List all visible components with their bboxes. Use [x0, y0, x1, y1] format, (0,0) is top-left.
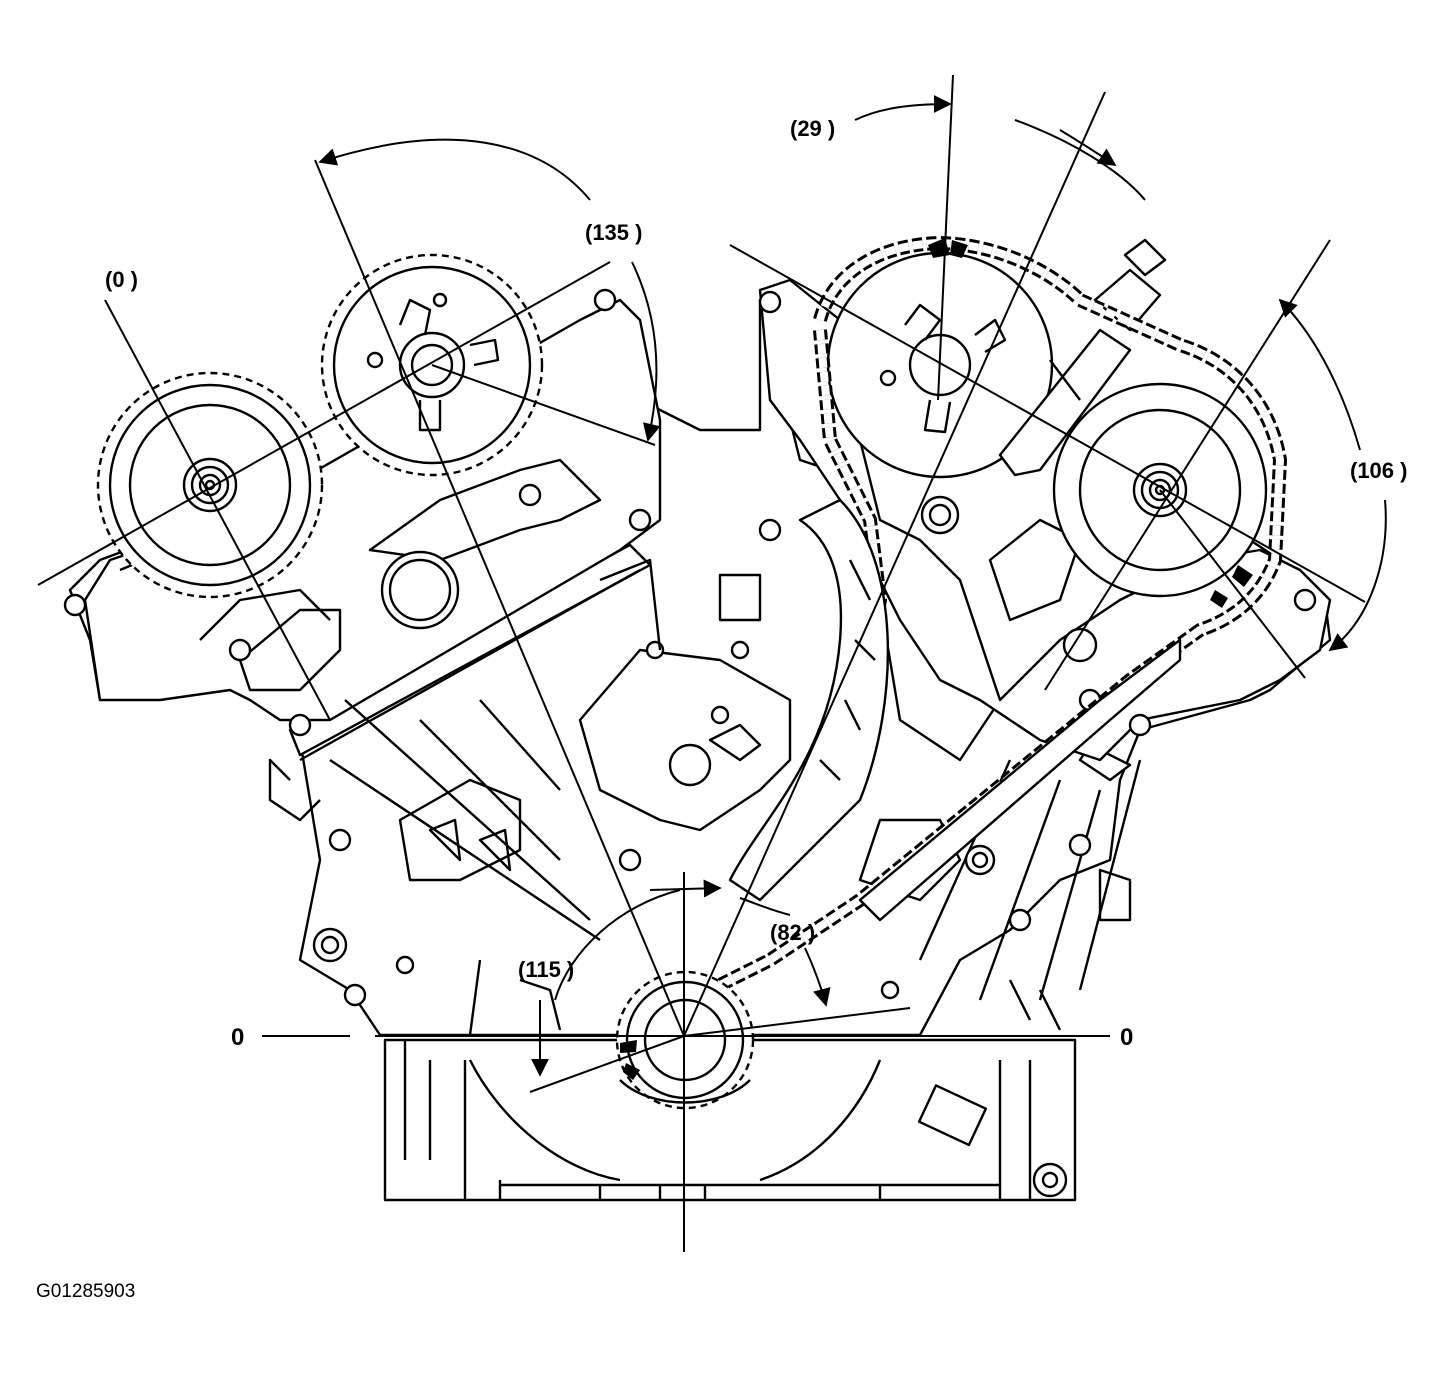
angle-label-crank-right: (82 ) [770, 920, 815, 945]
figure-id-label: G01285903 [36, 1281, 135, 1302]
angle-label-crank-left: (115 ) [518, 957, 574, 982]
left-exhaust-sprocket [96, 371, 324, 599]
zero-reference-right: 0 [1120, 1024, 1133, 1051]
angle-label-left-exhaust: (0 ) [105, 267, 138, 292]
vct-solenoid [998, 238, 1167, 477]
angle-arcs [318, 95, 1387, 1077]
zero-reference-left: 0 [231, 1024, 244, 1051]
angle-label-right-intake: (29 ) [790, 116, 835, 141]
angle-label-left-intake: (135 ) [585, 220, 642, 245]
chain-guides [728, 498, 1182, 922]
angle-label-right-exhaust: (106 ) [1350, 458, 1407, 483]
